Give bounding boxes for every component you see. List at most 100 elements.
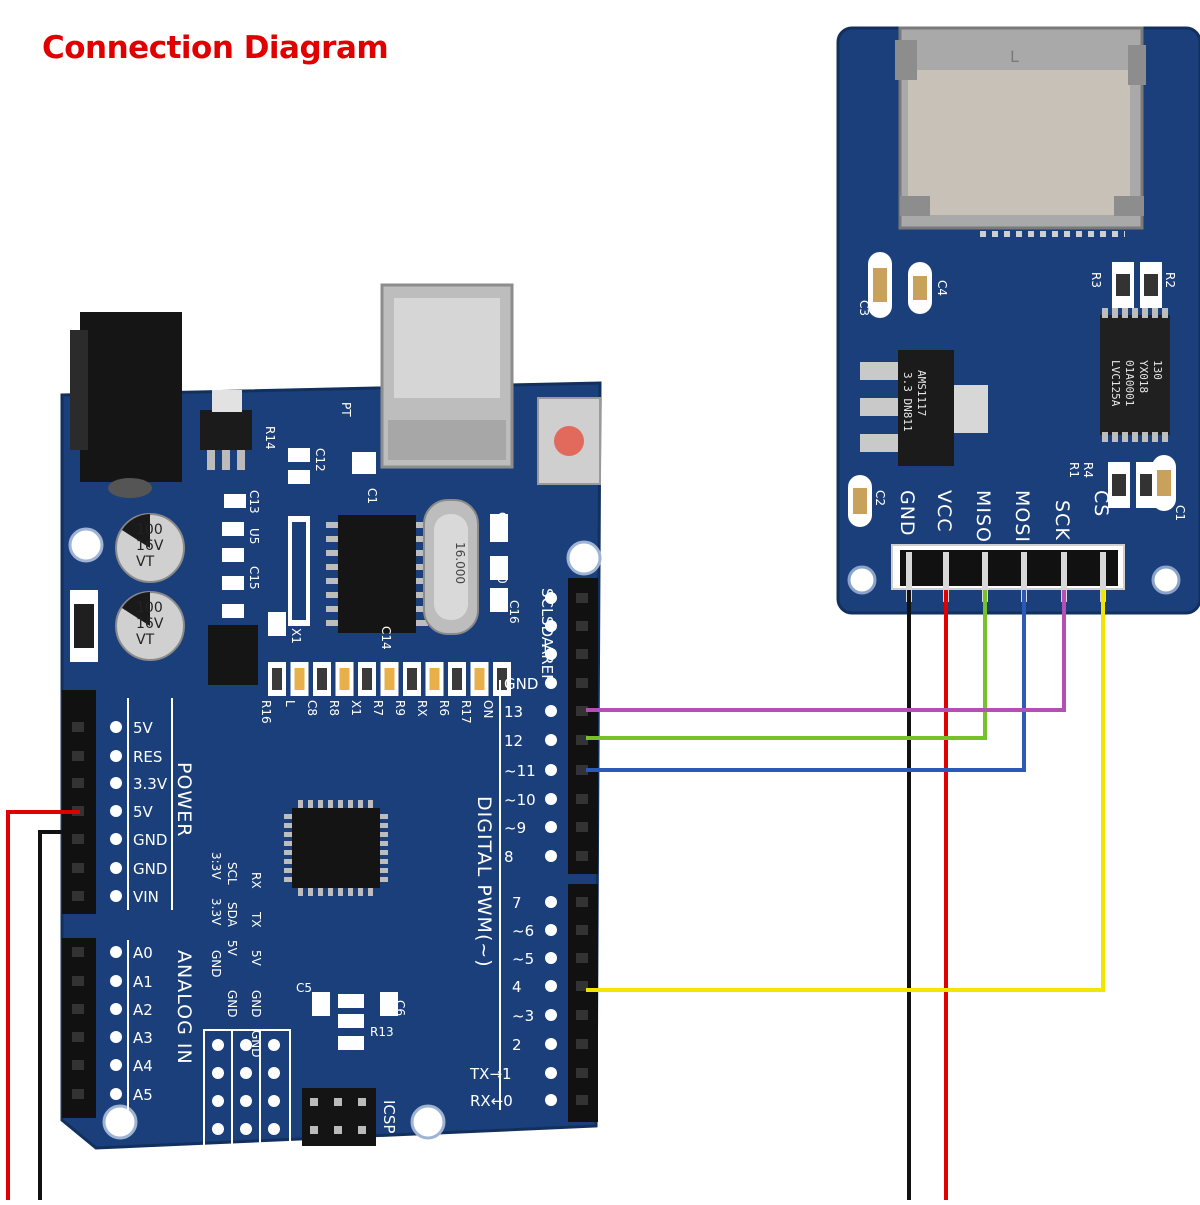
usb-serial-chip [326, 515, 428, 633]
analog-pin-pad [110, 946, 122, 958]
component-label: C1 [365, 488, 379, 504]
digital-pin-pad [545, 734, 557, 746]
digital-pin-label: 4 [512, 978, 522, 996]
digital-pin-pad [545, 850, 557, 862]
digital-pin-pad [545, 677, 557, 689]
digital-pin-label: RX←0 [470, 1092, 513, 1110]
sd-pin-label-sck: SCK [1051, 500, 1073, 541]
crystal-text: 16.000 [453, 542, 467, 584]
component-label: PT [339, 402, 353, 417]
icsp-label: ICSP [380, 1100, 398, 1133]
digital-pin-label: ~10 [504, 791, 536, 809]
sd-header-pin [1100, 552, 1106, 602]
sd-pin-label-vcc: VCC [933, 490, 955, 533]
digital-pin-pad [545, 924, 557, 936]
regulator-text-1: AMS1117 [915, 370, 928, 416]
wire-5v-arduino [6, 810, 80, 1200]
component-label: C5 [296, 981, 312, 995]
diagram-title: Connection Diagram [42, 30, 389, 66]
side-silk-label: SCL [225, 862, 239, 885]
digital-pin-label: ~11 [504, 762, 536, 780]
power-pin-pad [110, 777, 122, 789]
power-pin-label: 5V [133, 719, 154, 737]
side-silk-label: 3.3V [209, 898, 223, 926]
digital-pin-pad [545, 980, 557, 992]
digital-header-lower [568, 884, 598, 1122]
arduino-mount-hole [102, 1104, 138, 1140]
analog-pin-pad [110, 1003, 122, 1015]
sd-voltage-regulator: AMS1117 3.3 DN811 [860, 350, 988, 466]
side-silk-label: GND [209, 950, 223, 978]
analog-pin-label: A4 [133, 1057, 153, 1075]
component-label: C15 [247, 566, 261, 590]
wire-cs [586, 590, 1105, 992]
cap-text-1: 100 [136, 522, 163, 538]
buffer-text-2: 01A0001 [1123, 360, 1136, 406]
analog-pin-pad [110, 1088, 122, 1100]
digital-pin-label: 12 [504, 732, 523, 750]
analog-pin-label: A1 [133, 973, 153, 991]
analog-pin-label: A3 [133, 1029, 153, 1047]
digital-pin-label: 8 [504, 848, 514, 866]
sd-buffer-ic: LVC125A 01A0001 YX018 130 [1100, 308, 1170, 442]
side-silk-label: GND [249, 1030, 263, 1058]
sd-header-pin [982, 552, 988, 602]
sd-label-c1: C1 [1173, 505, 1187, 521]
sd-mount-hole [847, 565, 877, 595]
digital-pin-pad [545, 648, 557, 660]
digital-pin-pad [545, 592, 557, 604]
analog-pin-pad [110, 975, 122, 987]
component-label: C21 [495, 512, 509, 536]
component-label: R7 [371, 700, 385, 716]
electrolytic-capacitor: 100 16V VT [115, 591, 185, 661]
sd-pin-label-gnd: GND [896, 490, 918, 537]
regulator-text-2: 3.3 DN811 [901, 372, 914, 432]
component-label: C8 [305, 700, 319, 716]
side-silk-label: 5V [225, 940, 239, 957]
sd-pin-label-miso: MISO [972, 490, 994, 543]
wire-miso [586, 590, 987, 740]
cap-text-3: VT [136, 632, 155, 648]
side-silk-label: RX [249, 872, 263, 889]
digital-pin-pad [545, 705, 557, 717]
sd-label-r4: R4 [1081, 462, 1095, 478]
digital-pin-pad [545, 1094, 557, 1106]
digital-pin-label: 7 [512, 894, 522, 912]
scattered-smd-parts [222, 448, 508, 1050]
digital-pin-label: ~3 [512, 1007, 534, 1025]
digital-pin-pad [545, 1009, 557, 1021]
arduino-mount-hole [566, 540, 602, 576]
component-label: RX [415, 700, 429, 717]
side-silk-label: TX [249, 911, 263, 928]
analog-pin-label: A2 [133, 1001, 153, 1019]
digital-pin-pad [545, 764, 557, 776]
power-pin-label: RES [133, 748, 162, 766]
sd-smd-parts [848, 252, 1176, 527]
sd-label-c2: C2 [873, 490, 887, 506]
component-label: C14 [379, 626, 393, 650]
component-label: U5 [247, 528, 261, 544]
analog-pin-label: A0 [133, 944, 153, 962]
power-label: POWER [173, 762, 195, 837]
wire-gnd-arduino [38, 830, 80, 1200]
sd-pin-label-mosi: MOSI [1011, 490, 1033, 543]
smd-led-row [268, 662, 511, 696]
power-pin-label: GND [133, 831, 167, 849]
side-silk-label: 5V [249, 950, 263, 967]
wire-sck [586, 590, 1066, 712]
cap-text-2: 16V [136, 538, 164, 554]
component-label: C20 [495, 560, 509, 584]
digital-pin-pad [545, 896, 557, 908]
power-pin-label: VIN [133, 888, 159, 906]
side-silk-label: GND [249, 990, 263, 1018]
digital-pin-label: 2 [512, 1036, 522, 1054]
wire-mosi [586, 590, 1026, 772]
digital-pwm-label: DIGITAL PWM(~) [473, 796, 495, 968]
digital-pin-label: 13 [504, 703, 523, 721]
analog-aux-pads [203, 1029, 291, 1147]
component-label: X1 [349, 700, 363, 716]
digital-pin-label: ~6 [512, 922, 534, 940]
sd-mount-hole [1151, 565, 1181, 595]
electrolytic-capacitor: 100 16V VT [115, 513, 185, 583]
